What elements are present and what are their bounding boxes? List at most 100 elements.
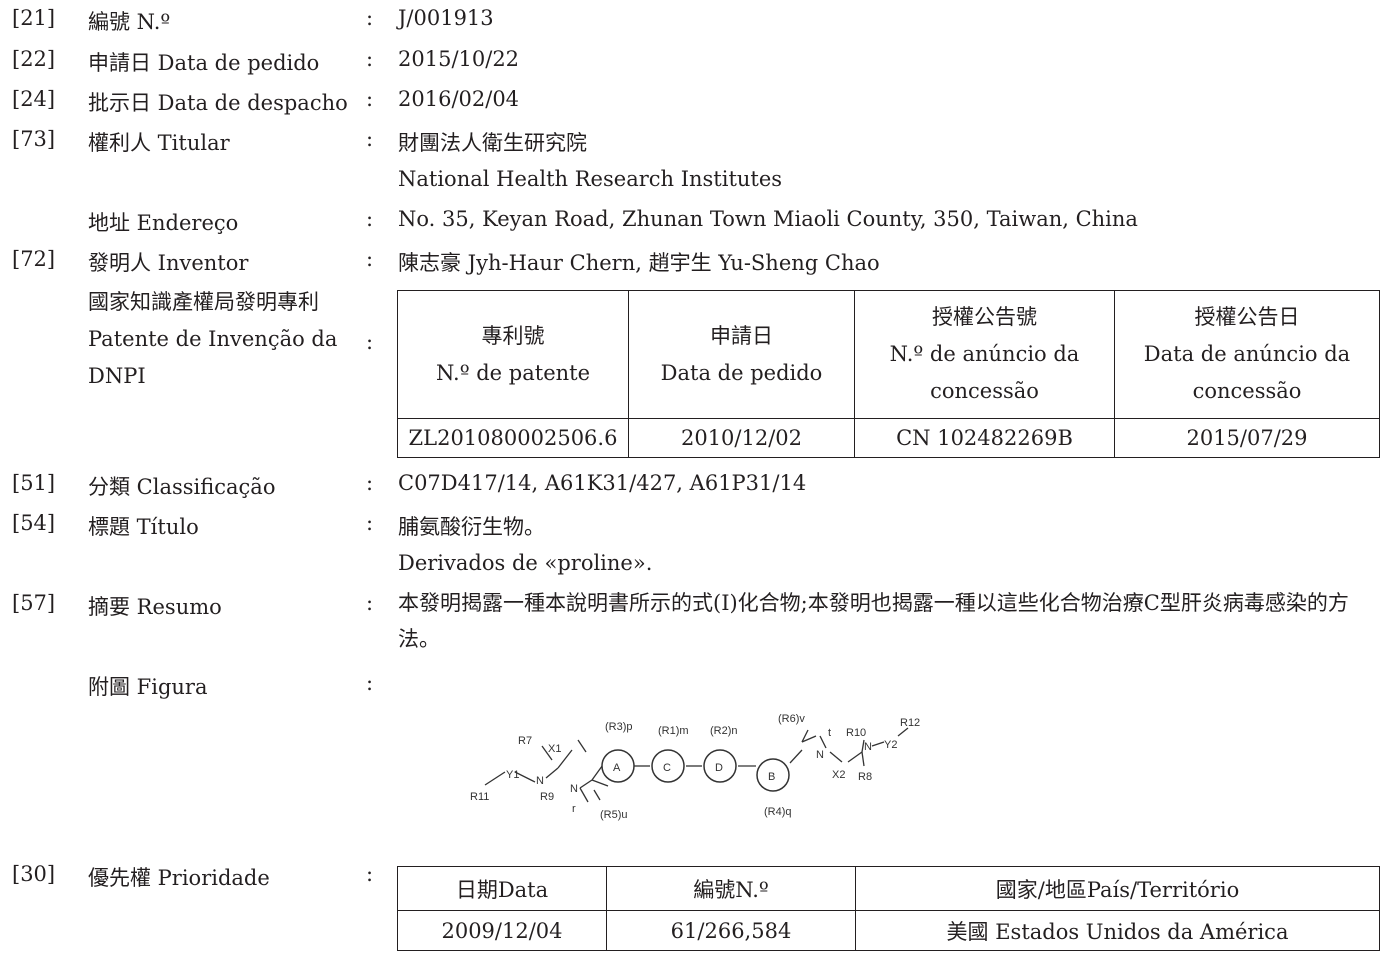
formula-label: Y2 [884,739,897,751]
table-header-cell: 日期Data [397,866,607,911]
field-colon: : [366,511,374,535]
field-code: [57] [12,591,56,615]
field-label: 摘要 Resumo [88,595,222,619]
field-value: 2016/02/04 [398,87,520,111]
field-colon: : [366,671,374,695]
field-priority-row: [30] 優先權 Prioridade : [0,862,1381,894]
ring-b [756,758,790,792]
formula-label: (R6)v [778,713,805,725]
ring-d-label: D [715,762,723,774]
table-cell: 2010/12/02 [628,418,855,458]
field-colon: : [366,127,374,151]
dnpi-label-line: 國家知識產權局發明專利 [88,290,319,314]
ring-d [703,749,737,783]
field-code: [21] [12,6,56,30]
table-header-cell: 申請日 Data de pedido [628,290,855,419]
table-header-row: 日期Data 編號N.º 國家/地區País/Território [397,866,1380,911]
field-code: [22] [12,47,56,71]
header-line: Data de anúncio da [1143,342,1351,366]
table-cell: 2009/12/04 [397,910,607,951]
header-line: N.º de patente [435,360,591,385]
formula-label: R12 [900,717,920,729]
formula-label: R8 [858,771,872,783]
formula-label: (R2)n [710,725,738,737]
field-title-row-2: Derivados de «proline». [0,551,1381,583]
field-label: 批示日 Data de despacho [88,91,348,115]
field-colon: : [366,207,374,231]
formula-label: (R4)q [764,806,792,818]
header-line: concessão [1192,379,1302,403]
dnpi-label: 國家知識產權局發明專利 Patente de Invenção da DNPI [88,284,363,395]
field-title-row: [54] 標題 Título : 脯氨酸衍生物。 [0,511,1381,543]
header-line: concessão [930,379,1039,403]
formula-label: X2 [832,769,845,781]
field-filing-date-row: [22] 申請日 Data de pedido : 2015/10/22 [0,47,1381,79]
field-label: 編號 N.º [88,10,171,34]
field-colon: : [366,47,374,71]
formula-label: X1 [548,743,561,755]
field-dispatch-date-row: [24] 批示日 Data de despacho : 2016/02/04 [0,87,1381,119]
formula-label: N [570,783,578,795]
field-colon: : [366,330,374,354]
ring-a-label: A [613,762,621,774]
field-code: [54] [12,511,56,535]
formula-label: N [816,749,824,761]
field-label: 分類 Classificação [88,475,276,499]
table-cell: ZL201080002506.6 [397,418,629,458]
field-value: National Health Research Institutes [398,167,783,191]
table-row: 2009/12/04 61/266,584 美國 Estados Unidos … [397,910,1380,951]
formula-label: t [828,727,831,739]
field-code: [24] [12,87,56,111]
table-row: ZL201080002506.6 2010/12/02 CN 102482269… [397,418,1380,458]
field-inventor-row: [72] 發明人 Inventor : 陳志豪 Jyh-Haur Chern, … [0,247,1381,279]
field-number-row: [21] 編號 N.º : J/001913 [0,6,1381,38]
dnpi-label-line: DNPI [88,364,146,388]
table-header-row: 專利號 N.º de patente 申請日 Data de pedido 授權… [397,290,1380,419]
formula-label: R10 [846,727,866,739]
field-holder-row-2: National Health Research Institutes [0,167,1381,199]
field-value: J/001913 [398,6,494,30]
field-label: 地址 Endereço [88,211,239,235]
ring-c [651,749,685,783]
field-label: 權利人 Titular [88,131,230,155]
dnpi-label-line: Patente de Invenção da [88,327,338,351]
ring-a [601,749,635,783]
table-header-cell: 授權公告號 N.º de anúncio da concessão [854,290,1115,419]
priority-table: 日期Data 編號N.º 國家/地區País/Território 2009/1… [397,866,1380,951]
formula-label: R7 [518,735,532,747]
header-line: 授權公告號 [932,305,1037,329]
formula-label: r [572,803,576,815]
chemical-structure-figure: A C D B (R3)p (R1)m (R2)n (R6)v t R7 X1 … [470,713,920,821]
table-header-cell: 專利號 N.º de patente [397,290,629,419]
formula-label: R11 [470,791,489,803]
field-value: 財團法人衛生研究院 [398,131,587,155]
field-colon: : [366,471,374,495]
header-line: 授權公告日 [1194,305,1300,329]
field-code: [30] [12,862,56,886]
field-colon: : [366,87,374,111]
formula-label: N [536,775,544,787]
header-line: 申請日 [710,323,773,348]
field-value: 2015/10/22 [398,47,520,71]
field-code: [72] [12,247,56,271]
field-value: 脯氨酸衍生物。 [398,515,545,539]
field-code: [73] [12,127,56,151]
ring-c-label: C [663,762,671,774]
formula-label: Y1 [506,769,519,781]
ring-b-label: B [768,771,775,783]
header-line: Data de pedido [660,360,823,385]
table-header-cell: 編號N.º [606,866,856,911]
field-colon: : [366,862,374,886]
header-line: N.º de anúncio da [889,342,1080,366]
field-code: [51] [12,471,56,495]
table-cell: 61/266,584 [606,910,856,951]
field-colon: : [366,6,374,30]
field-colon: : [366,591,374,615]
field-label: 附圖 Figura [88,675,208,699]
table-cell: CN 102482269B [854,418,1115,458]
formula-label: R9 [540,791,554,803]
field-value: Derivados de «proline». [398,551,653,575]
table-header-cell: 國家/地區País/Território [855,866,1380,911]
table-cell: 2015/07/29 [1114,418,1380,458]
formula-label: N [864,741,872,753]
